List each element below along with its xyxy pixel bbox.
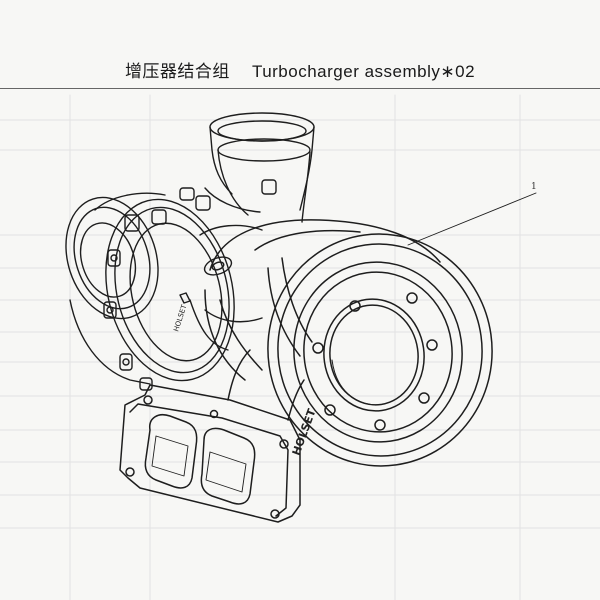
housing-lettering: HOLSET	[290, 407, 319, 457]
compressor-housing	[65, 192, 166, 385]
compressor-outlet	[179, 112, 315, 223]
bearing-housing: HOLSET	[172, 224, 263, 351]
turbine-inlet-flange	[119, 349, 305, 523]
header-rule	[0, 88, 600, 89]
title-english: Turbocharger assembly∗02	[251, 62, 476, 81]
callout-leader	[407, 192, 537, 246]
bleed-through-grid	[0, 94, 600, 600]
clamp-ring	[103, 195, 235, 391]
page-title: 增压器结合组 Turbocharger assembly∗02	[0, 57, 600, 82]
blade-lettering: HOLSET	[172, 303, 188, 333]
callout-label: 1	[531, 182, 537, 192]
title-chinese: 增压器结合组	[124, 62, 230, 81]
